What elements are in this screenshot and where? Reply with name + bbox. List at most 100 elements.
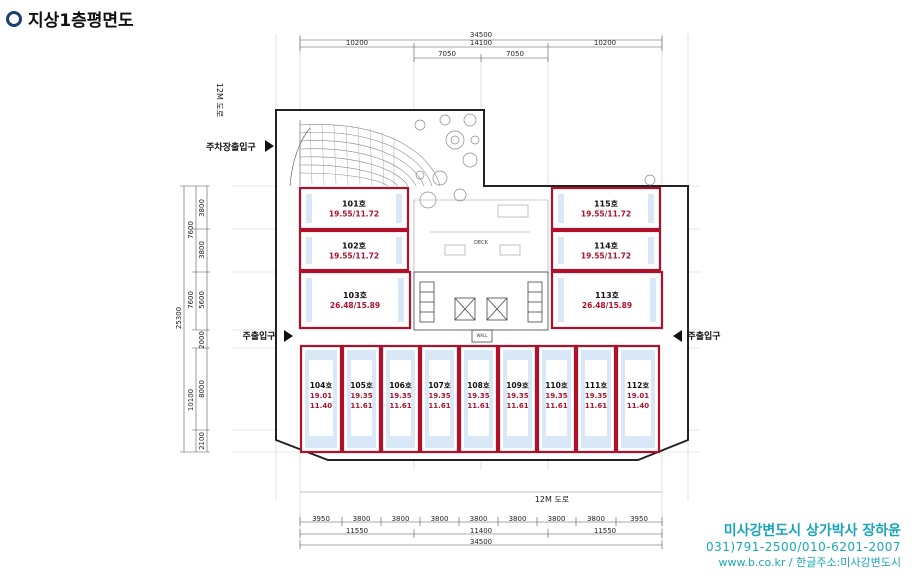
dim-bottom-sub-right: 11550 [594, 527, 616, 535]
parking-entrance-label: 주차장출입구 [206, 141, 256, 153]
unit-area: 19.55/11.72 [581, 210, 631, 219]
dim-left-a: 3800 [198, 199, 206, 217]
title-text: 지상1층평면도 [28, 11, 134, 31]
unit-inner [585, 360, 607, 436]
unit-name: 103호 [343, 290, 368, 300]
dim-bottom-segment: 3800 [431, 515, 449, 523]
unit-name: 110호 [545, 380, 568, 390]
unit-name: 115호 [594, 199, 619, 209]
dim-left-total: 25300 [175, 307, 183, 329]
unit-9[interactable]: 107호 19.35 11.61 [419, 344, 460, 454]
unit-area-b: 11.61 [428, 402, 450, 410]
unit-inner [507, 360, 528, 436]
dim-bottom-segment: 3800 [353, 515, 371, 523]
dim-bottom-segment: 3800 [470, 515, 488, 523]
unit-area-b: 11.61 [506, 402, 528, 410]
brand-line1: 미사강변도시 상가박사 장하윤 [706, 520, 901, 540]
unit-name: 102호 [342, 241, 367, 251]
dim-bottom-segment: 3800 [392, 515, 410, 523]
units-top: 101호19.55/11.72102호19.55/11.72103호26.48/… [298, 186, 664, 330]
bottom-dimension-segments: 3950 3800 3800 3800 3800 3800 3800 3800 3950 [312, 515, 648, 523]
unit-area: 19.55/11.72 [581, 252, 631, 261]
unit-inner [564, 278, 650, 322]
dim-bottom-segment: 3950 [312, 515, 330, 523]
top-dimension-lines [299, 36, 663, 62]
unit-area-a: 19.35 [428, 392, 450, 400]
dim-bottom-segment: 3800 [548, 515, 566, 523]
dim-bottom-segment: 3800 [587, 515, 605, 523]
unit-area-a: 19.01 [310, 392, 332, 400]
page-title: 지상1층평면도 [6, 6, 134, 31]
unit-inner [351, 360, 372, 436]
brand-area: 미사강변도시 [723, 523, 806, 539]
unit-name: 108호 [467, 380, 490, 390]
unit-name: 101호 [342, 199, 367, 209]
dim-top-left: 10200 [346, 39, 368, 47]
parking-ramp [289, 120, 441, 187]
unit-inner [429, 360, 450, 436]
unit-area: 26.48/15.89 [330, 301, 380, 310]
dim-left-b: 3800 [198, 241, 206, 259]
ramp-stripes [309, 123, 395, 187]
unit-name: 109호 [506, 380, 529, 390]
main-entrance-right-arrow-icon [673, 330, 682, 342]
dim-left-g: 7600 [187, 221, 195, 239]
bottom-dimension-lines [300, 521, 662, 546]
unit-area: 26.48/15.89 [582, 301, 632, 310]
road-bottom-label: 12M 도로 [535, 495, 569, 504]
unit-inner [312, 278, 398, 322]
dim-bottom-sub-left: 11550 [346, 527, 368, 535]
bullet-ring-icon [6, 10, 22, 27]
unit-area-b: 11.61 [545, 402, 567, 410]
dim-top-right: 10200 [594, 39, 616, 47]
dim-top-total: 34500 [470, 31, 492, 39]
unit-area-a: 19.35 [350, 392, 372, 400]
unit-inner [468, 360, 489, 436]
road-side-label: 12M 도로 [215, 83, 224, 117]
tree-icons [414, 113, 656, 209]
unit-name: 113호 [595, 290, 620, 300]
unit-area-a: 19.35 [585, 392, 607, 400]
main-entrance-left-label: 주출입구 [242, 330, 275, 342]
dim-top-half2: 7050 [506, 50, 524, 58]
brand-website[interactable]: www.b.co.kr / 한글주소:미사강변도시 [718, 556, 901, 569]
unit-inner [625, 360, 651, 436]
dim-left-e: 8000 [198, 380, 206, 398]
unit-name: 107호 [428, 380, 451, 390]
unit-inner [390, 360, 411, 436]
unit-area-b: 11.40 [310, 402, 332, 410]
parking-entrance-arrow-icon [265, 140, 274, 152]
dim-bottom-segment: 3950 [630, 515, 648, 523]
units-bottom: 104호19.0111.40105호19.3511.61106호19.3511.… [299, 344, 661, 454]
unit-area-b: 11.61 [350, 402, 372, 410]
dim-top-half1: 7050 [438, 50, 456, 58]
unit-name: 114호 [594, 241, 619, 251]
unit-area-a: 19.35 [506, 392, 528, 400]
deck-label: DECK [474, 240, 489, 246]
dim-top-mid: 14100 [470, 39, 492, 47]
unit-area-a: 19.01 [627, 392, 649, 400]
main-entrance-right-label: 주출입구 [687, 330, 720, 342]
dim-bottom-segment: 3800 [509, 515, 527, 523]
unit-area: 19.55/11.72 [329, 252, 379, 261]
unit-inner [564, 194, 648, 223]
unit-inner [546, 360, 567, 436]
unit-11[interactable]: 109호 19.35 11.61 [497, 344, 538, 454]
unit-area-a: 19.35 [467, 392, 489, 400]
unit-name: 111호 [585, 380, 608, 390]
core-area [413, 271, 549, 343]
